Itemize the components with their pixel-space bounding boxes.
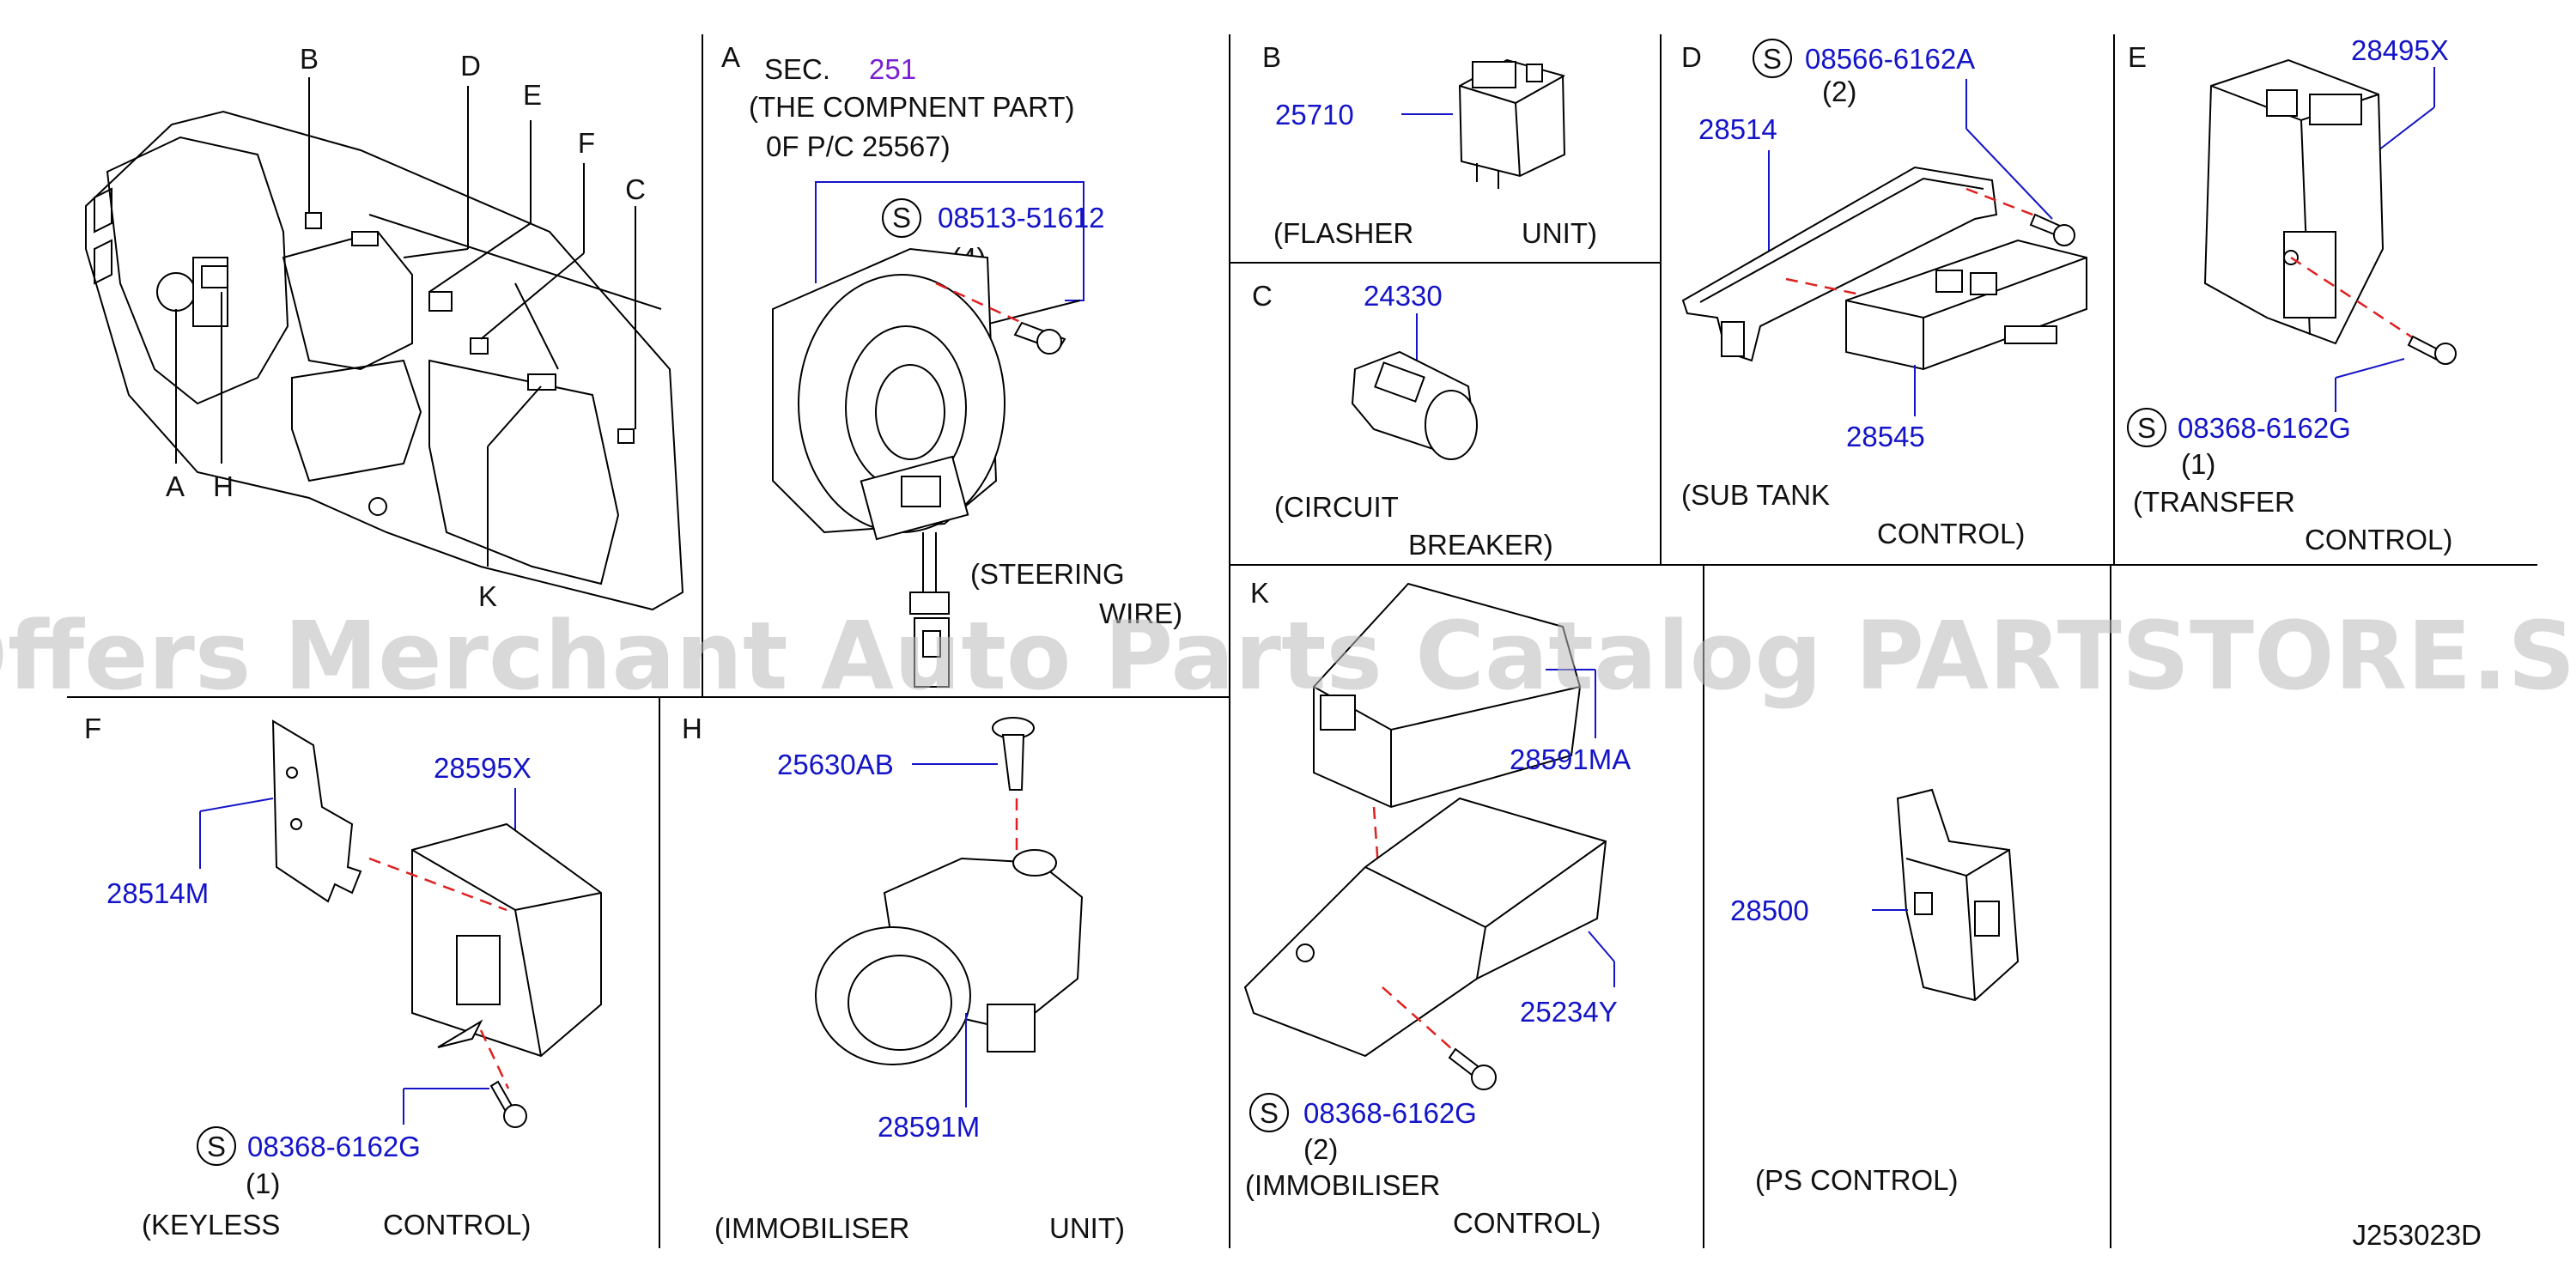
callout-e: E [523, 79, 542, 111]
caption-immobiliser-k: (IMMOBILISER [1245, 1169, 1440, 1201]
part-number-28514: 28514 [1698, 113, 1777, 145]
caption-control-d: CONTROL) [1877, 518, 2025, 549]
panel-d: D S 08566-6162A (2) 28514 28545 (SUB TAN… [1681, 39, 2087, 549]
panel-f-letter: F [84, 713, 101, 744]
panel-h: H 25630AB 28591M (IMMOBILISER UNIT) [682, 713, 1125, 1244]
screw-symbol-circle-e [2127, 408, 2166, 447]
screw-symbol-circle-f [197, 1126, 236, 1166]
caption-steering-wire-2: WIRE) [1099, 598, 1182, 629]
watermark-text: Offers Merchant Auto Parts Catalog PARTS… [0, 601, 2576, 711]
screw-qty-e: (1) [2181, 448, 2215, 480]
part-number-08513-51612: 08513-51612 [938, 202, 1105, 234]
caption-immobiliser-h: (IMMOBILISER [714, 1212, 909, 1244]
panel-borders [67, 34, 2537, 1248]
panel-e: E 28495X S 08368-6162G (1) (TRANSFER CON… [2127, 34, 2457, 555]
part-number-08368-6162G-f: 08368-6162G [247, 1131, 421, 1162]
callout-f: F [578, 127, 595, 159]
panel-b: B 25710 (FLASHER UNIT) [1262, 41, 1597, 249]
callout-d: D [460, 50, 481, 82]
part-number-08566-6162A: 08566-6162A [1805, 43, 1975, 75]
part-number-28591MA: 28591MA [1510, 743, 1631, 775]
screw-symbol-circle-k [1249, 1093, 1289, 1132]
component-note-line2: 0F P/C 25567) [766, 130, 951, 162]
panel-b-letter: B [1262, 41, 1281, 73]
dashboard-overview-drawing [85, 110, 684, 611]
screw-symbol-d: S [1763, 43, 1782, 75]
callout-k: K [478, 580, 497, 612]
caption-transfer: (TRANSFER [2133, 486, 2295, 518]
part-number-28495X: 28495X [2351, 34, 2449, 66]
caption-control-k: CONTROL) [1453, 1207, 1601, 1239]
overview-leader-lines [175, 77, 636, 567]
component-note-line1: (THE COMPNENT PART) [749, 91, 1075, 123]
caption-breaker: BREAKER) [1408, 529, 1553, 561]
panel-f: F 28514M 28595X S 08368-6162G (1) (KEYLE… [84, 713, 602, 1241]
panel-a-letter: A [721, 41, 740, 73]
panel-k: K 28591MA 25234Y S 08368-6162G (2) (IMMO… [1243, 577, 1631, 1239]
screw-qty-f: (1) [246, 1168, 280, 1199]
screw-qty-d: (2) [1822, 76, 1856, 107]
part-number-08368-6162G-e: 08368-6162G [2178, 412, 2351, 444]
caption-unit-h: UNIT) [1049, 1212, 1125, 1244]
caption-control-e: CONTROL) [2305, 524, 2452, 555]
part-number-28500: 28500 [1730, 895, 1809, 926]
screw-symbol-e: S [2137, 412, 2156, 444]
panel-k-letter: K [1250, 577, 1269, 609]
caption-sub-tank: (SUB TANK [1681, 479, 1830, 511]
panel-h-letter: H [682, 713, 702, 744]
panel-c: C 24330 (CIRCUIT BREAKER) [1252, 280, 1553, 561]
caption-circuit: (CIRCUIT [1274, 491, 1399, 523]
callout-h: H [213, 470, 234, 502]
screw-symbol-f: S [207, 1131, 226, 1162]
panel-c-letter: C [1252, 280, 1273, 312]
part-number-24330: 24330 [1364, 280, 1443, 312]
screw-symbol-k: S [1260, 1097, 1279, 1129]
part-number-28545: 28545 [1846, 421, 1925, 452]
callout-c: C [625, 173, 646, 205]
part-number-28514M: 28514M [106, 877, 209, 909]
screw-qty-k: (2) [1303, 1133, 1338, 1165]
panel-d-letter: D [1681, 41, 1702, 73]
part-number-28595X: 28595X [434, 752, 532, 784]
caption-ps-control: (PS CONTROL) [1755, 1164, 1959, 1196]
screw-symbol-circle-a [882, 198, 921, 238]
sec-label: SEC. [764, 53, 830, 85]
part-number-25234Y: 25234Y [1520, 996, 1618, 1028]
sec-number: 251 [869, 53, 916, 85]
part-number-25630AB: 25630AB [777, 749, 894, 780]
callout-a: A [166, 470, 185, 502]
caption-steering-wire-1: (STEERING [970, 558, 1125, 590]
part-number-08368-6162G-k: 08368-6162G [1303, 1097, 1477, 1129]
panel-ps: 28500 (PS CONTROL) [1730, 788, 2020, 1196]
screw-symbol-a: S [892, 202, 911, 234]
part-number-25710: 25710 [1275, 99, 1354, 130]
panel-e-letter: E [2128, 41, 2147, 73]
caption-flasher: (FLASHER [1273, 217, 1413, 249]
caption-keyless: (KEYLESS [142, 1209, 280, 1241]
caption-control-f: CONTROL) [383, 1209, 531, 1241]
caption-unit-b: UNIT) [1522, 217, 1597, 249]
screw-symbol-circle-d [1753, 39, 1792, 78]
drawing-code: J253023D [2353, 1219, 2482, 1251]
callout-b: B [300, 43, 319, 75]
panel-a: A SEC. 251 (THE COMPNENT PART) 0F P/C 25… [721, 41, 1182, 688]
part-number-28591M: 28591M [878, 1111, 980, 1143]
